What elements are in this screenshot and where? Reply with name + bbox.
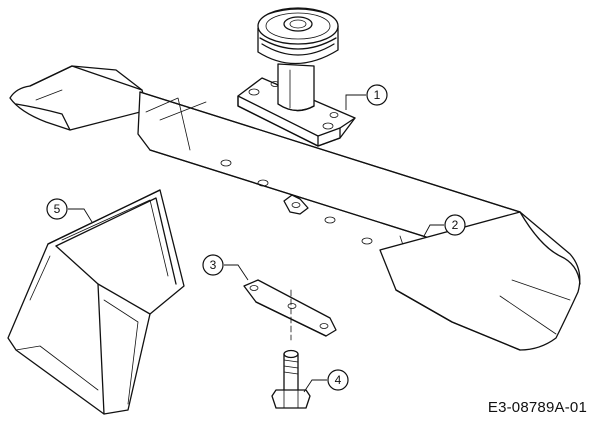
callout-4: 4 [303, 369, 349, 393]
blade-adapter-plate [243, 279, 337, 341]
callout-4-number: 4 [335, 373, 342, 387]
callout-2-number: 2 [452, 218, 459, 232]
callout-1: 1 [345, 84, 388, 110]
callout-5-number: 5 [54, 202, 61, 216]
blade-bolt [271, 349, 311, 409]
callout-5: 5 [46, 198, 93, 223]
callout-2: 2 [423, 214, 466, 237]
callout-3-number: 3 [210, 258, 217, 272]
mulching-deflector [7, 189, 185, 415]
spindle-pulley-housing [237, 7, 356, 147]
callout-3: 3 [202, 254, 249, 281]
callout-1-number: 1 [374, 88, 381, 102]
drawing-code: E3-08789A-01 [487, 399, 587, 416]
mower-blade [9, 65, 581, 351]
